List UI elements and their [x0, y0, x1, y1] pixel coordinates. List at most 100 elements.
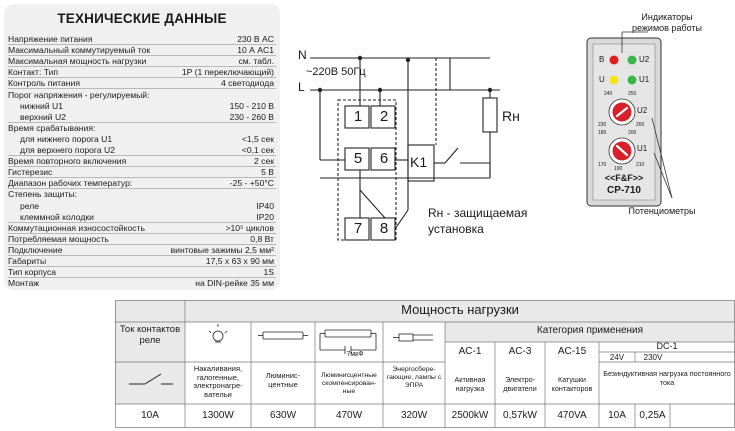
spec-row: Время повторного включения 2 сек: [8, 156, 276, 168]
ac1-desc: Активная нагрузка: [454, 375, 486, 393]
dial-u2-high: 260: [636, 122, 645, 128]
indicators-label-1: Индикаторы: [641, 12, 693, 22]
fluorescent-value: 630W: [269, 410, 297, 421]
spec-row: реле IP40: [8, 201, 276, 211]
category-ac15: AC-15: [557, 346, 587, 357]
spec-label: Подключение: [8, 244, 63, 255]
energy-saving-lamp-icon: [393, 333, 433, 342]
terminal-5: 5: [353, 150, 363, 167]
led-u1-icon: [627, 75, 637, 85]
load-type-compensated: Люминисцентные скомпенсирован-ные: [321, 372, 377, 395]
spec-value: -25 - +50°C: [229, 178, 274, 189]
terminal-2: 2: [379, 108, 389, 125]
capacitor-label: 7мкФ: [346, 351, 364, 358]
spec-row: Диапазон рабочих температур: -25 - +50°C: [8, 178, 276, 190]
dial-u1-label: U1: [637, 144, 648, 153]
spec-value: винтовые зажимы 2,5 мм²: [170, 244, 274, 255]
load-header: Мощность нагрузки: [401, 302, 519, 317]
spec-label: Габариты: [8, 256, 47, 266]
spec-label: Гистерезис: [8, 167, 53, 178]
dc-230v: 230V: [643, 353, 663, 362]
load-type-energy-saving: Энергосбере-гающие, лампы с ЭПРА: [386, 366, 442, 389]
spec-value: 10 А AC1: [237, 45, 274, 56]
spec-label: Контроль питания: [8, 78, 80, 89]
spec-row: Степень защиты:: [8, 189, 276, 199]
dial-u2-label: U2: [637, 106, 648, 115]
contact-symbol-icon: [129, 373, 173, 385]
spec-value: 1P (1 переключающий): [181, 67, 274, 78]
load-power-table: Мощность нагрузки Ток контактов реле Кат…: [115, 300, 735, 428]
energy-saving-value: 320W: [400, 410, 428, 421]
spec-label: Максимальный коммутируемый ток: [8, 45, 151, 56]
junction-dots: [317, 55, 493, 93]
spec-value: 230 В AC: [237, 34, 274, 44]
spec-value: см. табл.: [238, 56, 274, 67]
spec-label: Потребляемая мощность: [8, 233, 109, 244]
dc-24v-value: 10A: [608, 410, 626, 421]
spec-row: Монтаж на DIN-рейке 35 мм: [8, 278, 276, 288]
spec-label: Максимальная мощность нагрузки: [8, 56, 147, 67]
spec-label: Монтаж: [8, 278, 40, 289]
dial-u1-mid: 200: [628, 130, 637, 136]
category-ac3: AC-3: [508, 346, 532, 357]
spec-label: Время срабатывания:: [8, 122, 96, 133]
potentiometers-label: Потенциометры: [628, 206, 696, 216]
compensated-value: 470W: [335, 410, 363, 421]
spec-value: 2 сек: [253, 156, 274, 167]
spec-row: Порог напряжения - регулируемый:: [8, 90, 276, 100]
load-type-fluorescent: Люминис-центные: [265, 371, 301, 389]
spec-label: Порог напряжения - регулируемый:: [8, 89, 150, 100]
indicators-label-2: режимов работы: [632, 23, 702, 33]
technical-data-panel: ТЕХНИЧЕСКИЕ ДАННЫЕ Напряжение питания 230…: [4, 4, 280, 290]
spec-label: Напряжение питания: [8, 34, 93, 44]
spec-value: 150 - 210 В: [229, 100, 274, 111]
fluorescent-tube-icon: [258, 331, 308, 340]
spec-label: клеммной колодки: [20, 211, 94, 222]
spec-row: нижний U1 150 - 210 В: [8, 101, 276, 111]
dial-u2-min: 240: [604, 91, 613, 97]
spec-label: нижний U1: [20, 100, 64, 111]
spec-value: IP40: [256, 200, 274, 211]
spec-row: для нижнего порога U1<1,5 сек: [8, 134, 276, 144]
spec-label: Диапазон рабочих температур:: [8, 178, 133, 189]
table-grid: [115, 300, 735, 428]
current-value: 10A: [141, 410, 159, 421]
spec-label: реле: [20, 200, 40, 211]
category-ac1: AC-1: [458, 346, 482, 357]
spec-row: Подключение винтовые зажимы 2,5 мм²: [8, 245, 276, 256]
spec-label: верхний U2: [20, 111, 66, 122]
terminal-1: 1: [353, 108, 363, 125]
load-note-1: Rн - защищаемая: [428, 206, 528, 220]
device-front-panel: Индикаторы режимов работы B U2 U U1 240 …: [562, 8, 732, 223]
dial-u1-min: 180: [598, 130, 607, 136]
terminal-7: 7: [353, 220, 363, 237]
led-b-label: B: [599, 55, 605, 64]
spec-label: Время повторного включения: [8, 156, 127, 167]
spec-value: <0,1 сек: [241, 145, 274, 155]
spec-label: Тип корпуса: [8, 267, 57, 278]
specs-title: ТЕХНИЧЕСКИЕ ДАННЫЕ: [57, 11, 227, 26]
incandescent-value: 1300W: [202, 410, 234, 421]
spec-row: Напряжение питания 230 В AC: [8, 34, 276, 45]
category-header: Категория применения: [536, 325, 644, 336]
load-label: Rн: [502, 108, 520, 124]
spec-value: <1,5 сек: [241, 133, 274, 144]
wiring-diagram: N L ~220В 50Гц 1 2 5 6 7 8 K1 Rн Rн - за…: [290, 10, 540, 250]
dial-u1-high: 210: [636, 162, 645, 168]
led-u2-icon: [627, 55, 637, 65]
spec-row: Время срабатывания:: [8, 123, 276, 133]
load-type-incandescent: Накаливания, галогенные, электронагре-ва…: [193, 364, 243, 399]
spec-value: на DIN-рейке 35 мм: [195, 278, 274, 289]
spec-row: Коммутационная износостойкость>10⁵ цикло…: [8, 223, 276, 234]
ac3-desc: Электро-двигатели: [503, 375, 537, 393]
spec-label: для верхнего порога U2: [20, 145, 116, 155]
spec-value: 1S: [263, 267, 274, 278]
spec-row: Максимальный коммутируемый ток 10 А AC1: [8, 45, 276, 57]
led-u-icon: [609, 75, 619, 85]
spec-row: для верхнего порога U2 <0,1 сек: [8, 145, 276, 156]
